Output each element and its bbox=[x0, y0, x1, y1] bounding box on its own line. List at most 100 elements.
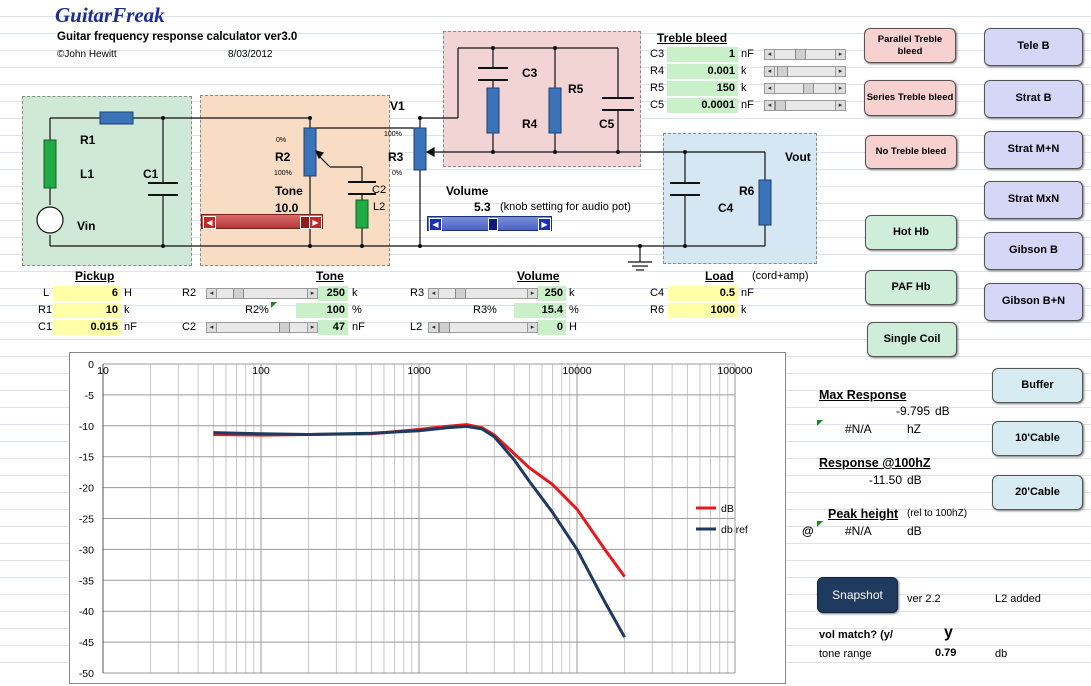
date: 8/03/2012 bbox=[228, 49, 273, 60]
treble-c3-value[interactable]: 1 bbox=[667, 47, 738, 62]
tone-value: 10.0 bbox=[275, 201, 299, 215]
label-r3: R3 bbox=[388, 150, 404, 164]
volume-slider-left-arrow[interactable]: ◀ bbox=[429, 218, 442, 231]
tone-r2-scrollbar[interactable]: ◂▸ bbox=[206, 288, 318, 299]
label-c3: C3 bbox=[522, 66, 538, 80]
pickup-row-unit: H bbox=[124, 287, 132, 299]
load-heading: Load bbox=[705, 269, 734, 283]
buffer-button[interactable]: Buffer bbox=[992, 368, 1083, 403]
y-tick-label: -50 bbox=[79, 668, 94, 680]
treble-r5-scrollbar[interactable]: ◂▸ bbox=[764, 83, 846, 94]
cable-10-button[interactable]: 10'Cable bbox=[992, 421, 1083, 456]
tone-c2-value[interactable]: 47 bbox=[318, 320, 348, 335]
volume-r3-scrollbar[interactable]: ◂▸ bbox=[428, 288, 538, 299]
volume-l2-scrollbar[interactable]: ◂▸ bbox=[428, 322, 538, 333]
tele-b-button[interactable]: Tele B bbox=[984, 28, 1083, 66]
load-c4-value[interactable]: 0.5 bbox=[668, 286, 738, 301]
tone-r2pct-name: R2% bbox=[245, 304, 269, 316]
vol-match-value[interactable]: y bbox=[944, 624, 953, 641]
load-r6-value[interactable]: 1000 bbox=[668, 303, 738, 318]
tone-slider[interactable]: ◀ ▶ bbox=[201, 214, 323, 229]
y-tick-label: -40 bbox=[79, 606, 94, 618]
response-100hz-unit: dB bbox=[907, 473, 922, 487]
series-treble-bleed-button[interactable]: Series Treble bleed bbox=[864, 80, 956, 116]
volume-l2-value[interactable]: 0 bbox=[538, 320, 566, 335]
tone-c2-name: C2 bbox=[182, 321, 197, 333]
strat-b-button[interactable]: Strat B bbox=[984, 80, 1083, 118]
label-l1: L1 bbox=[80, 167, 95, 181]
gibson-b-button[interactable]: Gibson B bbox=[984, 232, 1083, 270]
series-line-1 bbox=[213, 424, 626, 638]
peak-at-label: @ bbox=[802, 524, 814, 538]
label-vin: Vin bbox=[77, 219, 96, 233]
parallel-treble-bleed-button[interactable]: Parallel Treble bleed bbox=[864, 28, 956, 63]
strat-m-x-n-button[interactable]: Strat MxN bbox=[984, 181, 1083, 219]
treble-c3-scrollbar[interactable]: ◂▸ bbox=[764, 49, 846, 60]
volume-heading: Volume bbox=[517, 269, 560, 283]
treble-r5-value[interactable]: 150 bbox=[667, 81, 738, 96]
label-l2: L2 bbox=[373, 201, 386, 213]
load-row-unit: k bbox=[741, 304, 747, 316]
tone-slider-right-arrow[interactable]: ▶ bbox=[309, 216, 322, 229]
treble-c5-value[interactable]: 0.0001 bbox=[667, 98, 738, 113]
tone-c2-scrollbar[interactable]: ◂▸ bbox=[206, 322, 318, 333]
max-freq-unit: hZ bbox=[907, 422, 922, 436]
treble-row-unit: nF bbox=[741, 48, 754, 60]
gibson-b-plus-n-button[interactable]: Gibson B+N bbox=[984, 283, 1083, 321]
load-zone bbox=[663, 133, 817, 264]
tone-r2pct-value[interactable]: 100 bbox=[296, 303, 348, 318]
y-tick-label: -5 bbox=[85, 390, 94, 402]
snapshot-button[interactable]: Snapshot bbox=[817, 577, 898, 613]
volume-r3pct-name: R3% bbox=[473, 304, 497, 316]
pickup-heading: Pickup bbox=[75, 269, 115, 283]
y-tick-label: -15 bbox=[79, 452, 94, 464]
label-c1: C1 bbox=[143, 167, 159, 181]
volume-slider-thumb[interactable] bbox=[488, 218, 498, 231]
treble-c5-scrollbar[interactable]: ◂▸ bbox=[764, 100, 846, 111]
hot-hb-button[interactable]: Hot Hb bbox=[865, 215, 957, 250]
no-treble-bleed-button[interactable]: No Treble bleed bbox=[865, 135, 957, 169]
pickup-c1-value[interactable]: 0.015 bbox=[53, 320, 121, 335]
label-c4: C4 bbox=[718, 201, 734, 215]
volume-value: 5.3 bbox=[474, 200, 491, 214]
tone-slider-left-arrow[interactable]: ◀ bbox=[203, 216, 216, 229]
app-title: GuitarFreak bbox=[55, 3, 165, 27]
legend-label: dB bbox=[721, 503, 734, 515]
volume-r3pct-unit: % bbox=[569, 304, 579, 316]
label-r3-top: 100% bbox=[384, 131, 402, 138]
single-coil-button[interactable]: Single Coil bbox=[867, 322, 957, 357]
y-tick-label: -35 bbox=[79, 575, 94, 587]
volume-slider[interactable]: ◀ ▶ bbox=[427, 216, 552, 231]
label-tone: Tone bbox=[275, 184, 303, 198]
l2-added-note: L2 added bbox=[995, 593, 1041, 605]
pickup-row-unit: k bbox=[124, 304, 130, 316]
tone-r2-value[interactable]: 250 bbox=[318, 286, 348, 301]
strat-m-plus-n-button[interactable]: Strat M+N bbox=[984, 131, 1083, 169]
max-freq-value: #N/A bbox=[845, 422, 872, 436]
treble-row-name: C3 bbox=[650, 48, 665, 60]
pickup-l-value[interactable]: 6 bbox=[53, 286, 121, 301]
label-r2-top: 0% bbox=[276, 137, 287, 144]
treble-r4-scrollbar[interactable]: ◂▸ bbox=[764, 66, 846, 77]
label-r6: R6 bbox=[739, 184, 755, 198]
volume-r3-name: R3 bbox=[410, 287, 425, 299]
x-tick-label: 1000 bbox=[407, 365, 431, 377]
y-tick-label: -30 bbox=[79, 544, 94, 556]
treble-row-unit: k bbox=[741, 82, 747, 94]
volume-r3pct-value[interactable]: 15.4 bbox=[514, 303, 566, 318]
tone-r2-name: R2 bbox=[182, 287, 197, 299]
y-tick-label: 0 bbox=[88, 359, 94, 371]
label-vout: Vout bbox=[785, 150, 811, 164]
tone-range-label: tone range bbox=[819, 648, 872, 660]
max-response-unit: dB bbox=[935, 404, 950, 418]
volume-slider-right-arrow[interactable]: ▶ bbox=[538, 218, 551, 231]
pickup-row-name: C1 bbox=[38, 321, 53, 333]
volume-r3-value[interactable]: 250 bbox=[538, 286, 566, 301]
paf-hb-button[interactable]: PAF Hb bbox=[865, 270, 957, 305]
label-r1: R1 bbox=[80, 133, 96, 147]
cable-20-button[interactable]: 20'Cable bbox=[992, 475, 1083, 510]
pickup-r1-value[interactable]: 10 bbox=[53, 303, 121, 318]
treble-r4-value[interactable]: 0.001 bbox=[667, 64, 738, 79]
treble-row-unit: k bbox=[741, 65, 747, 77]
tone-range-unit: db bbox=[995, 648, 1008, 660]
